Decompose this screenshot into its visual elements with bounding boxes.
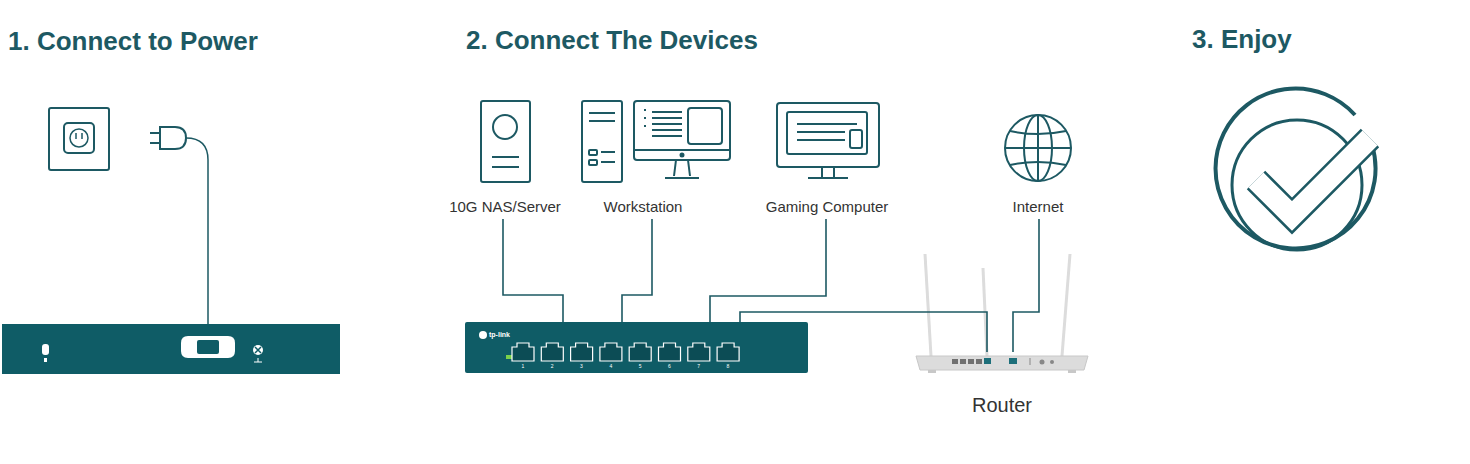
- ethernet-port: [512, 343, 534, 361]
- port-number: 4: [609, 364, 612, 369]
- gaming-computer-node: Gaming Computer: [762, 94, 893, 219]
- workstation-icon: [582, 101, 730, 182]
- step-heading: 1. Connect to Power: [8, 26, 258, 57]
- ethernet-port: [717, 343, 739, 361]
- port-number: 2: [551, 364, 554, 369]
- router-illustration: [916, 254, 1088, 373]
- internet-node: Internet: [1002, 108, 1074, 219]
- port-number: 5: [639, 364, 642, 369]
- nas-node: 10G NAS/Server: [445, 94, 565, 219]
- ethernet-port: [600, 343, 622, 361]
- ethernet-port: [659, 343, 681, 361]
- port-number: 3: [580, 364, 583, 369]
- gaming-computer-icon: [777, 103, 879, 178]
- device-label: Router: [912, 394, 1092, 417]
- step-heading: 3. Enjoy: [1192, 24, 1292, 55]
- port-number: 1: [522, 364, 525, 369]
- device-label: Internet: [1002, 198, 1074, 215]
- network-cable: [710, 219, 826, 322]
- ethernet-port: [629, 343, 651, 361]
- device-label: Workstation: [568, 198, 718, 215]
- switch-ports: [465, 322, 808, 373]
- power-plug: [150, 127, 208, 324]
- power-device: [2, 324, 340, 374]
- logo-mark: [479, 331, 487, 339]
- network-cable: [503, 219, 563, 322]
- port-number: 6: [668, 364, 671, 369]
- wall-outlet: [49, 108, 109, 170]
- brand-logo: tp-link: [489, 331, 510, 339]
- router-node: Router: [912, 352, 1092, 421]
- nas-icon: [481, 101, 530, 182]
- network-cable: [1013, 219, 1039, 352]
- device-label: Gaming Computer: [762, 198, 893, 215]
- port-number: 8: [727, 364, 730, 369]
- ethernet-port: [541, 343, 563, 361]
- ethernet-port: [688, 343, 710, 361]
- network-cable: [622, 219, 652, 322]
- device-label: 10G NAS/Server: [445, 198, 565, 215]
- check-icon: [1216, 89, 1376, 250]
- port-number: 7: [697, 364, 700, 369]
- workstation-node: Workstation: [568, 94, 718, 219]
- ethernet-port: [571, 343, 593, 361]
- switch-node: tp-link 1 2 3 4 5 6 7 8: [465, 322, 808, 373]
- globe-icon: [1005, 115, 1071, 181]
- step-heading: 2. Connect The Devices: [466, 25, 758, 56]
